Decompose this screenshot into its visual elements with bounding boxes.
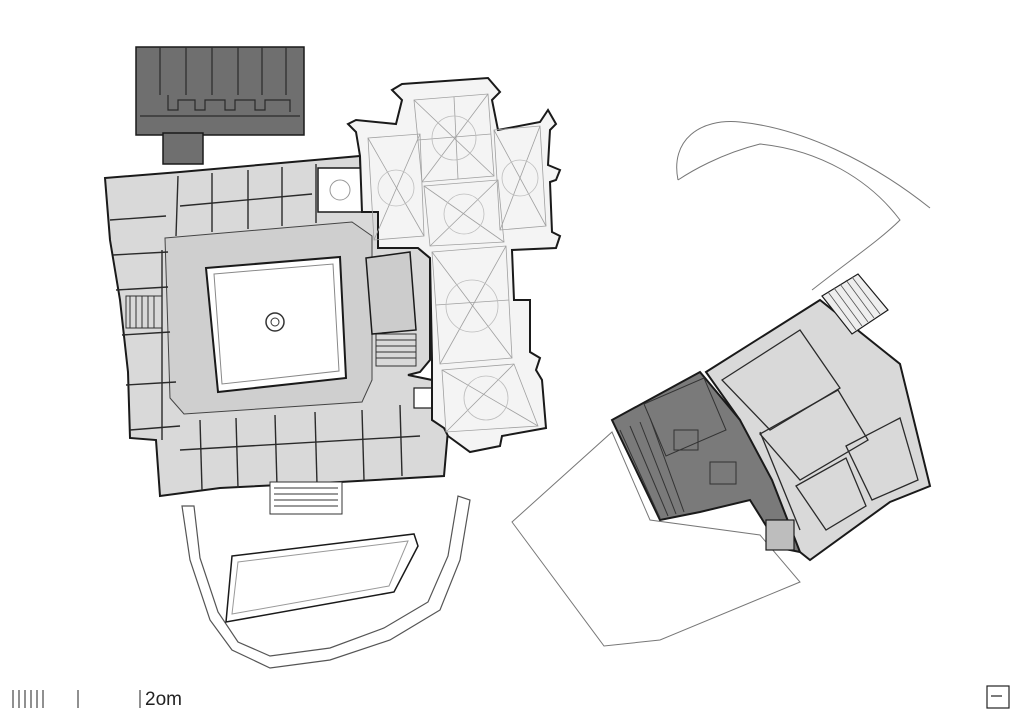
- corner-mark-icon: [986, 685, 1010, 709]
- north-annex-block: [135, 46, 305, 165]
- scale-bar: [12, 690, 141, 708]
- garden-enclosure: [181, 495, 471, 669]
- scale-label: 2om: [145, 689, 182, 710]
- east-building-complex: [511, 121, 932, 647]
- church: [346, 76, 562, 454]
- cloister-building: [103, 154, 450, 515]
